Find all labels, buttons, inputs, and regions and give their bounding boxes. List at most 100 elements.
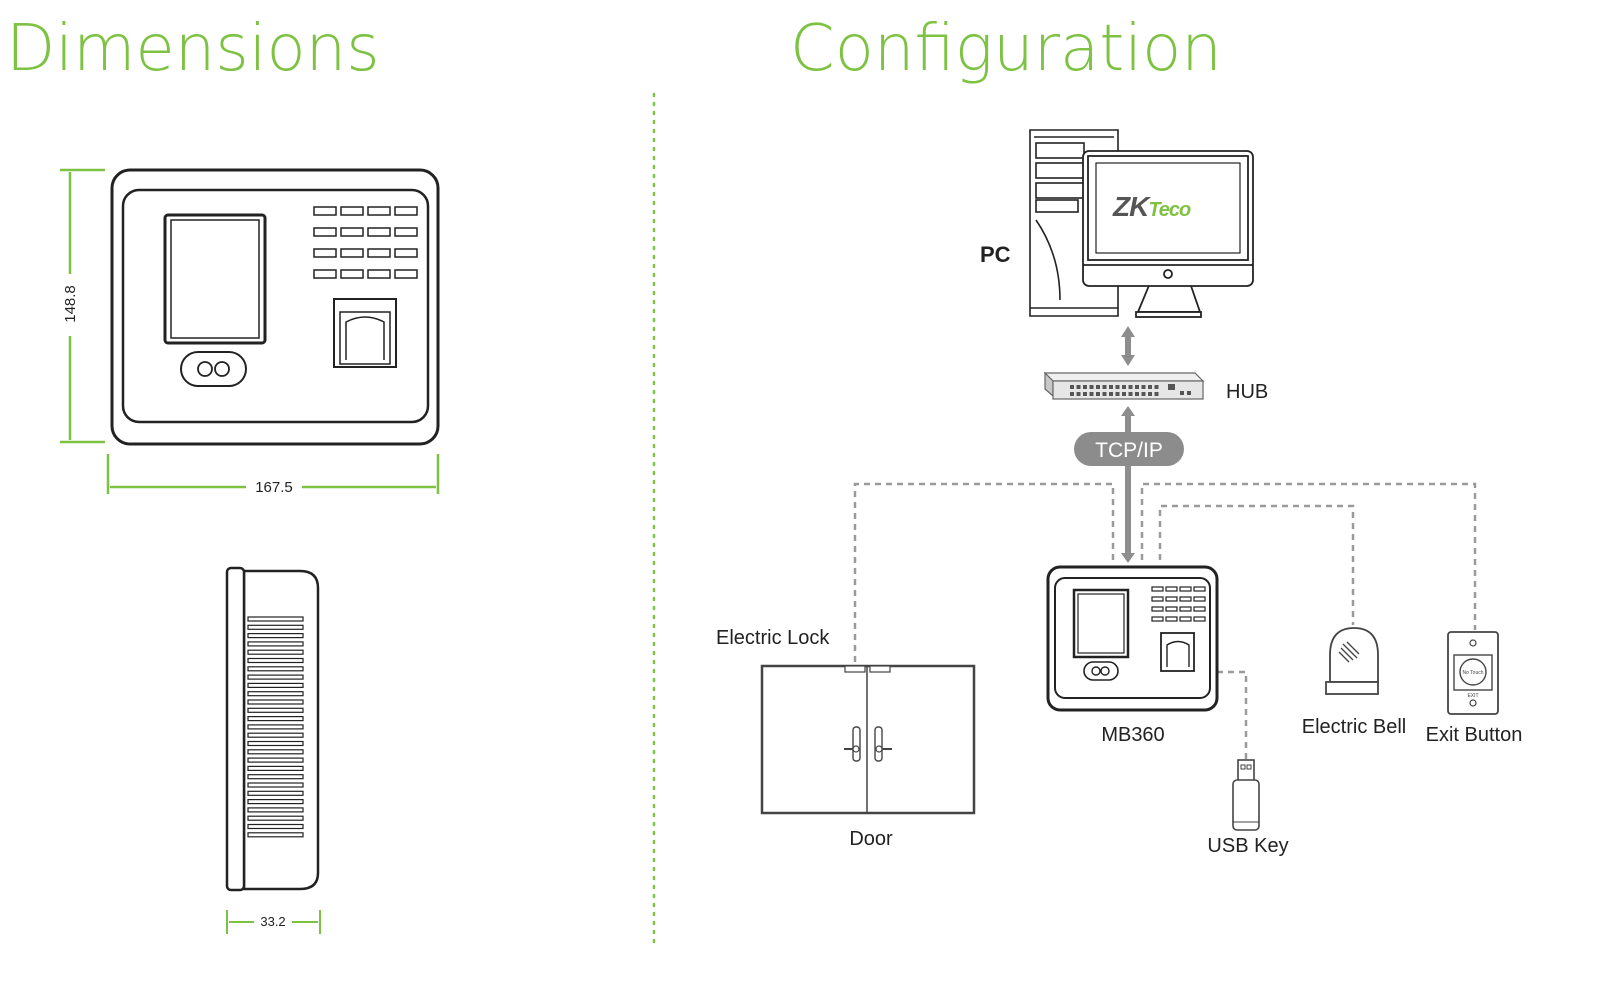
keypad-key	[394, 206, 418, 216]
vent-slot	[247, 823, 304, 830]
keypad-key	[394, 248, 418, 258]
keypad-key	[1165, 586, 1178, 592]
hub-port	[1122, 385, 1126, 389]
keypad-key	[1179, 596, 1192, 602]
keypad-key	[1193, 586, 1206, 592]
pc-hub-link	[1121, 326, 1135, 366]
keypad-key	[313, 227, 337, 237]
keypad-key	[1179, 586, 1192, 592]
vent-slot	[247, 798, 304, 805]
hub-port	[1115, 385, 1120, 389]
pc-label: PC	[980, 242, 1011, 267]
hub-port	[1076, 385, 1081, 389]
keypad-key	[313, 248, 337, 258]
hub-port	[1109, 385, 1113, 389]
usb-key-label: USB Key	[1207, 835, 1288, 857]
electric-bell-icon	[1325, 627, 1379, 695]
vent-slot	[247, 774, 304, 780]
hub-port	[1096, 392, 1100, 396]
keypad-key	[1151, 586, 1164, 592]
vent-slot	[247, 732, 304, 738]
vent-slot	[247, 707, 304, 713]
vent-slot	[247, 691, 304, 697]
keypad-key	[340, 248, 364, 258]
hub-port	[1148, 392, 1152, 396]
vent-slot	[247, 674, 304, 680]
keypad-key	[340, 227, 364, 237]
keypad-key	[1165, 616, 1178, 622]
hub-port	[1154, 385, 1159, 389]
hub-port	[1128, 385, 1133, 389]
vent-slot	[247, 807, 304, 813]
hub-port	[1109, 392, 1113, 396]
vent-slot	[247, 632, 304, 639]
hub-port	[1089, 392, 1094, 396]
width-dimension-label: 167.5	[255, 479, 293, 496]
height-dimension-label: 148.8	[62, 285, 79, 323]
width-dimension	[106, 454, 440, 494]
door-icon	[760, 664, 976, 815]
hub-port	[1115, 392, 1120, 396]
vent-slot	[247, 740, 304, 747]
vent-slot	[247, 699, 304, 705]
keypad-key	[340, 269, 364, 279]
keypad-key	[394, 227, 418, 237]
vent-slot	[247, 782, 304, 788]
keypad-key	[367, 227, 391, 237]
hub-port	[1135, 392, 1139, 396]
keypad-key	[313, 206, 337, 216]
vent-slot	[247, 616, 304, 622]
vent-slot	[247, 624, 304, 630]
vent-slot	[247, 724, 304, 730]
hub-port	[1102, 385, 1107, 389]
hub-port	[1122, 392, 1126, 396]
vent-slot	[247, 790, 304, 796]
vent-slot	[247, 815, 304, 821]
keypad-key	[367, 269, 391, 279]
vent-slot	[247, 657, 304, 664]
keypad-key	[1151, 606, 1164, 612]
hub-label: HUB	[1226, 381, 1268, 403]
hub-port	[1096, 385, 1100, 389]
depth-dimension-label: 33.2	[260, 914, 285, 929]
peripheral-wiring	[853, 482, 1477, 760]
hub-port	[1141, 392, 1146, 396]
keypad-key	[367, 248, 391, 258]
hub-icon	[1043, 371, 1205, 400]
vent-slot	[247, 715, 304, 722]
hub-port	[1083, 385, 1087, 389]
pc-monitor-icon	[1082, 150, 1254, 318]
hub-port	[1070, 392, 1074, 396]
hub-port	[1180, 391, 1184, 395]
exit-button-label: Exit Button	[1426, 724, 1523, 746]
keypad-key	[1151, 616, 1164, 622]
keypad-key	[340, 206, 364, 216]
hub-port	[1148, 385, 1152, 389]
mb360-device-icon	[1046, 565, 1219, 712]
vent-slot	[247, 682, 304, 689]
electric-bell-label: Electric Bell	[1302, 716, 1406, 738]
keypad-key	[1151, 596, 1164, 602]
door-label: Door	[849, 828, 893, 850]
hub-port	[1141, 385, 1146, 389]
hub-port	[1154, 392, 1159, 396]
keypad-key	[1165, 606, 1178, 612]
keypad-key	[1179, 616, 1192, 622]
exit-button-icon	[1447, 631, 1499, 715]
hub-port	[1187, 391, 1191, 395]
vent-slot	[247, 757, 304, 763]
keypad-key	[1193, 606, 1206, 612]
dimensions-title: Dimensions	[6, 12, 380, 86]
keypad-key	[1179, 606, 1192, 612]
vent-slot	[247, 666, 304, 672]
tcpip-link	[1121, 406, 1135, 563]
depth-dimension	[226, 910, 321, 934]
keypad-key	[367, 206, 391, 216]
exit-button-exit-text: EXIT	[1467, 693, 1478, 699]
vent-slot	[247, 765, 304, 772]
hub-port	[1128, 392, 1133, 396]
tcpip-label: TCP/IP	[1095, 439, 1163, 462]
mb360-label: MB360	[1101, 724, 1164, 746]
vent-slot	[247, 749, 304, 755]
